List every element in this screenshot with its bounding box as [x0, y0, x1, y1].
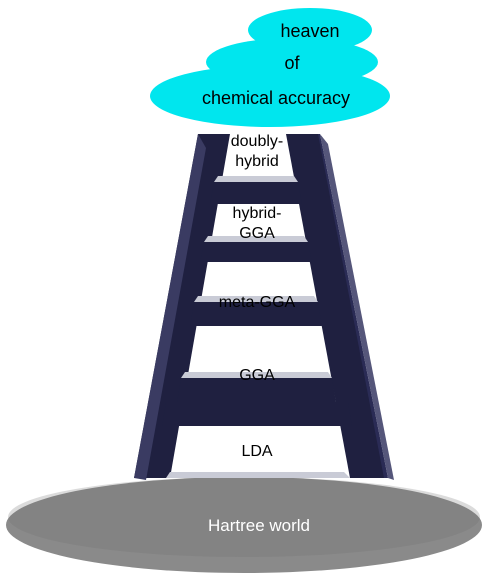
cloud-label-line2: of [284, 53, 300, 73]
heaven-cloud [150, 8, 390, 127]
ladder [134, 134, 394, 480]
rung-labels: doubly- hybrid hybrid- GGA meta-GGA GGA … [219, 133, 296, 460]
rung-meta-gga-label: meta-GGA [219, 294, 296, 311]
rung-hybrid-gga-label-line1: hybrid- [233, 205, 282, 222]
rung-hybrid-gga-label-line2: GGA [239, 225, 275, 242]
cloud-label-line1: heaven [280, 21, 339, 41]
cloud-labels: heaven of chemical accuracy [202, 21, 350, 108]
hartree-world-ground [6, 477, 482, 573]
rung-gga-label: GGA [239, 367, 275, 384]
rung-lda-label: LDA [241, 443, 272, 460]
hartree-world-label: Hartree world [208, 516, 310, 535]
rung-doubly-hybrid-label-line2: hybrid [235, 153, 279, 170]
cloud-label-line3: chemical accuracy [202, 88, 350, 108]
rung-doubly-hybrid-label-line1: doubly- [231, 133, 283, 150]
